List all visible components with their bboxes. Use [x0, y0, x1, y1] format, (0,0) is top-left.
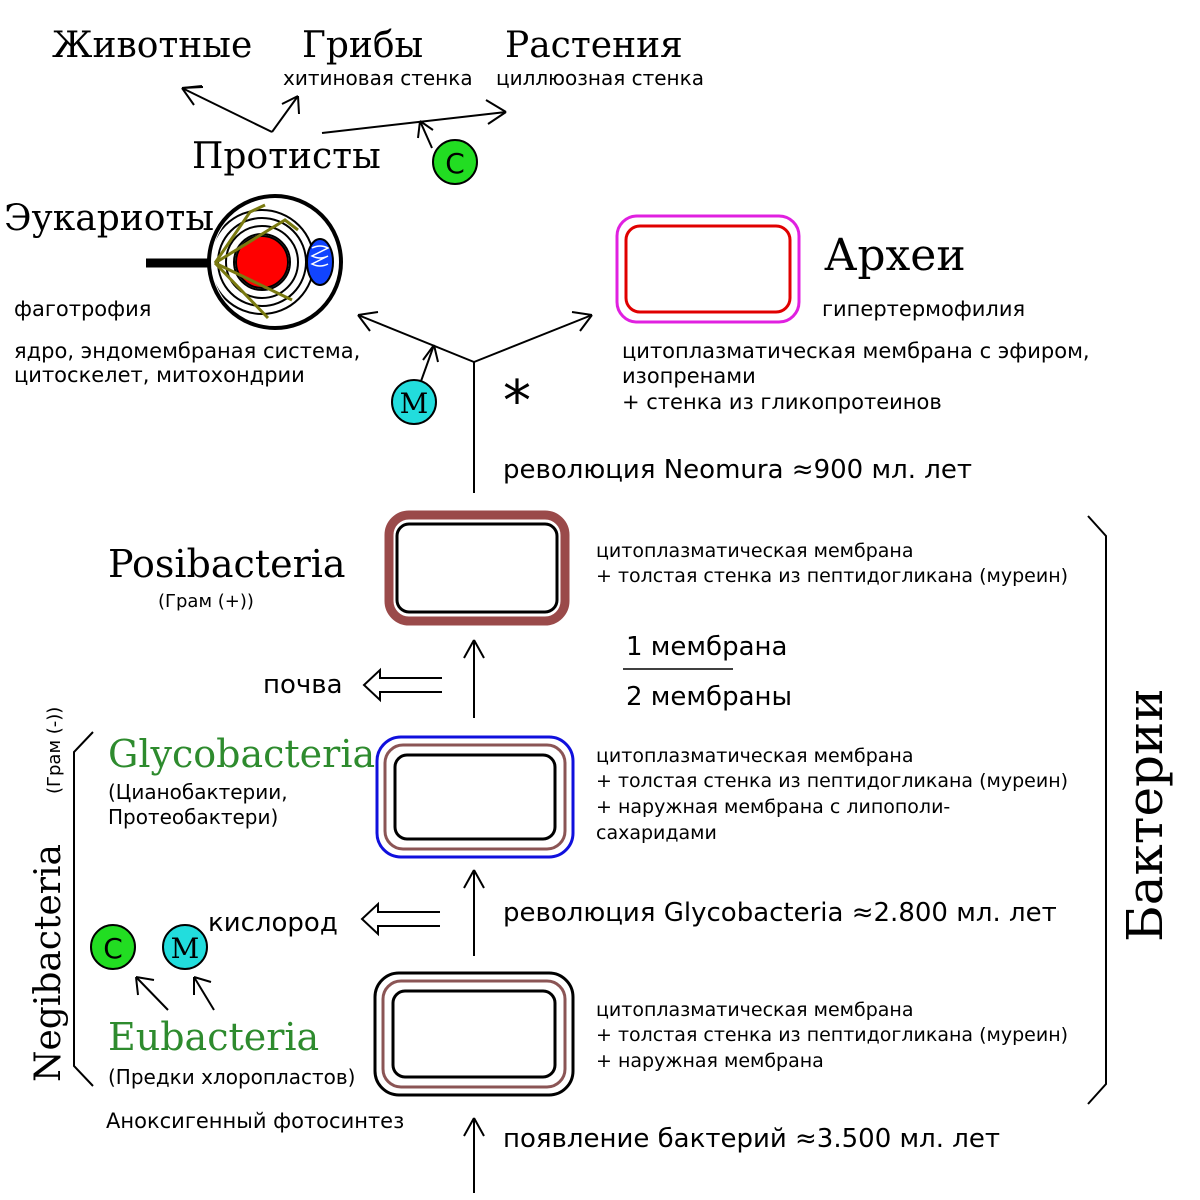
chloroplast-marker-top: C [432, 139, 478, 185]
anoxygenic-photosynthesis-label: Аноксигенный фотосинтез [106, 1109, 404, 1133]
plants-label: Растения [505, 25, 683, 66]
neomura-fork [357, 311, 593, 493]
one-membrane-label: 1 мембрана [626, 632, 787, 662]
mitochondrion [306, 238, 334, 286]
asterisk-mark: * [503, 369, 531, 434]
plants-note: циллюозная стенка [496, 66, 704, 90]
endosymbiosis-arrows [135, 976, 215, 1011]
protist-branches [181, 85, 507, 149]
archaea-note-2: изопренами [622, 364, 756, 388]
posibacteria-desc-2: + толстая стенка из пептидогликана (муре… [596, 565, 1068, 587]
eubacteria-label: Eubacteria [108, 1015, 319, 1059]
eubacteria-sub: (Предки хлоропластов) [108, 1065, 355, 1089]
archaea-label: Археи [824, 230, 966, 281]
glycobacteria-desc-2: + толстая стенка из пептидогликана (муре… [596, 770, 1068, 792]
branch-to-archaea [473, 314, 593, 363]
branch-to-animals [181, 87, 273, 133]
eubacteria-desc-3: + наружная мембрана [596, 1050, 824, 1072]
chloroplast-pointer [419, 120, 433, 149]
glycobacteria-desc-3: + наружная мембрана с липополи- [596, 796, 950, 818]
hyperthermophily-note: гипертермофилия [822, 297, 1025, 321]
glycobacteria-sub-1: (Цианобактерии, [108, 780, 288, 804]
svg-text:M: M [171, 932, 200, 965]
bacteria-brace [1087, 515, 1107, 1105]
archaea-cell [615, 214, 801, 324]
oxygen-arrow [360, 901, 440, 937]
mitochondria-marker-top: M [391, 379, 437, 425]
svg-text:C: C [445, 147, 465, 180]
two-membranes-label: 2 мембраны [626, 682, 792, 712]
svg-text:C: C [103, 932, 123, 965]
eubacteria-desc-1: цитоплазматическая мембрана [596, 999, 913, 1021]
glycobacteria-sub-2: Протеобактери) [108, 805, 278, 829]
nucleus [235, 235, 289, 289]
soil-label: почва [263, 670, 343, 700]
glycobacteria-desc-1: цитоплазматическая мембрана [596, 745, 913, 767]
fungi-label: Грибы [302, 25, 423, 66]
protists-label: Протисты [192, 136, 381, 177]
bacteria-origin-label: появление бактерий ≈3.500 мл. лет [503, 1124, 1000, 1154]
negibacteria-bracket [73, 731, 94, 1087]
cytoskeleton [213, 203, 299, 320]
glycobacteria-label: Glycobacteria [108, 732, 375, 776]
eukaryote-cell [207, 194, 343, 330]
chloroplast-marker-bottom: C [90, 924, 136, 970]
eubacteria-desc-2: + толстая стенка из пептидогликана (муре… [596, 1024, 1068, 1046]
oxygen-label: кислород [208, 908, 338, 938]
svg-text:M: M [400, 387, 429, 420]
phagotrophy-note: фаготрофия [14, 297, 151, 321]
gram-positive-label: (Грам (+)) [158, 591, 254, 612]
eukaryotes-label: Эукариоты [4, 198, 214, 239]
animals-label: Животные [52, 25, 252, 66]
neomura-revolution-label: революция Neomura ≈900 мл. лет [503, 455, 972, 485]
negibacteria-label: Negibacteria [28, 844, 69, 1082]
mitochondria-pointer [419, 344, 435, 385]
branch-to-eukaryotes [357, 314, 475, 363]
branch-to-plants [321, 111, 507, 134]
posibacteria-desc-1: цитоплазматическая мембрана [596, 540, 913, 562]
archaea-note-1: цитоплазматическая мембрана с эфиром, [622, 339, 1090, 363]
eubacteria-cell [373, 971, 575, 1097]
posibacteria-cell [384, 510, 570, 626]
soil-arrow [362, 667, 442, 703]
mitochondria-marker-bottom: M [162, 924, 208, 970]
fungi-note: хитиновая стенка [283, 66, 473, 90]
glycobacteria-revolution-label: революция Glycobacteria ≈2.800 мл. лет [503, 898, 1057, 928]
posibacteria-label: Posibacteria [108, 542, 346, 586]
branch-to-fungi [271, 95, 299, 133]
glycobacteria-desc-4: сахаридами [596, 822, 717, 844]
bacteria-label: Бактерии [1116, 688, 1174, 942]
gram-negative-label: (Грам (-)) [44, 707, 65, 794]
glycobacteria-cell [375, 735, 575, 859]
eukaryote-note-1: ядро, эндомембраная система, [14, 339, 360, 363]
bacteria-evolution-arrows [463, 639, 485, 1193]
eukaryote-note-2: цитоскелет, митохондрии [14, 363, 305, 387]
archaea-note-3: + стенка из гликопротеинов [622, 390, 942, 414]
